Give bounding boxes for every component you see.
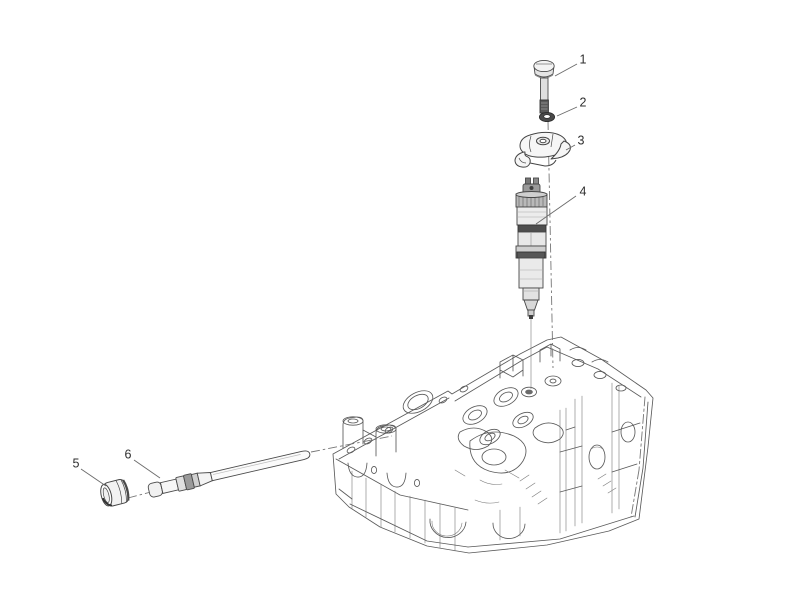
injector-illustration: [515, 177, 548, 319]
callout-leader-5: [80, 468, 107, 487]
bolt-illustration: [533, 59, 555, 117]
callout-leader-4: [535, 195, 577, 225]
callout-leader-2: [556, 106, 578, 117]
callout-label-4: 4: [580, 185, 587, 199]
callout-label-6: 6: [125, 448, 132, 462]
washer-illustration: [538, 111, 556, 123]
callout-label-1: 1: [580, 53, 587, 67]
plug-illustration: [100, 479, 130, 507]
callout-layer: 1 2 3 4 5 6: [73, 53, 587, 487]
callout-leader-1: [554, 63, 578, 77]
clamp-illustration: [514, 131, 571, 168]
callout-label-3: 3: [578, 134, 585, 148]
callout-leader-3: [565, 144, 576, 151]
callout-leader-6: [133, 459, 161, 479]
tube-illustration: [147, 450, 311, 498]
callout-label-5: 5: [73, 457, 80, 471]
callout-label-2: 2: [580, 96, 587, 110]
cylinder-head-illustration: [332, 336, 654, 554]
centerlines: [127, 120, 554, 499]
